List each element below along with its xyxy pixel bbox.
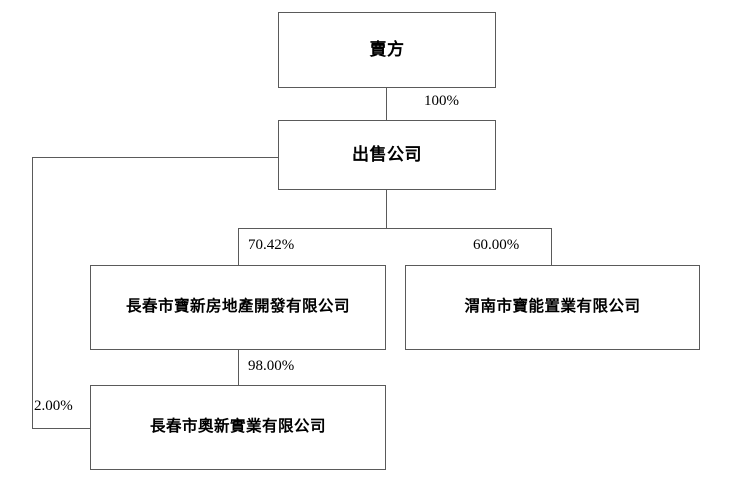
- connector-selling-company-stem: [386, 190, 388, 228]
- connector-wrap-bottom-segment: [32, 428, 90, 430]
- edge-label-70-42-percent: 70.42%: [248, 237, 295, 253]
- node-seller-label: 賣方: [369, 39, 405, 59]
- node-seller[interactable]: 賣方: [278, 12, 496, 88]
- node-selling-company-label: 出售公司: [352, 144, 422, 164]
- connector-baoxin-to-aoxin: [238, 350, 240, 385]
- connector-seller-to-selling-company: [386, 88, 388, 120]
- connector-to-baoneng: [551, 228, 553, 265]
- node-selling-company[interactable]: 出售公司: [278, 120, 496, 190]
- node-weinan-baoneng[interactable]: 渭南市寶能置業有限公司: [405, 265, 700, 350]
- edge-label-100-percent: 100%: [424, 93, 459, 109]
- node-changchun-baoxin[interactable]: 長春市寶新房地產開發有限公司: [90, 265, 386, 350]
- connector-to-baoxin: [238, 228, 240, 265]
- edge-label-98-percent: 98.00%: [248, 358, 295, 374]
- edge-label-60-percent: 60.00%: [473, 237, 520, 253]
- edge-label-2-percent: 2.00%: [34, 398, 73, 414]
- node-changchun-baoxin-label: 長春市寶新房地產開發有限公司: [125, 298, 350, 316]
- connector-wrap-top-segment: [32, 157, 278, 159]
- connector-wrap-left-segment: [32, 157, 34, 429]
- node-changchun-aoxin-label: 長春市奧新實業有限公司: [149, 418, 326, 436]
- node-changchun-aoxin[interactable]: 長春市奧新實業有限公司: [90, 385, 386, 470]
- node-weinan-baoneng-label: 渭南市寶能置業有限公司: [464, 298, 641, 316]
- connector-branch-bar: [238, 228, 552, 230]
